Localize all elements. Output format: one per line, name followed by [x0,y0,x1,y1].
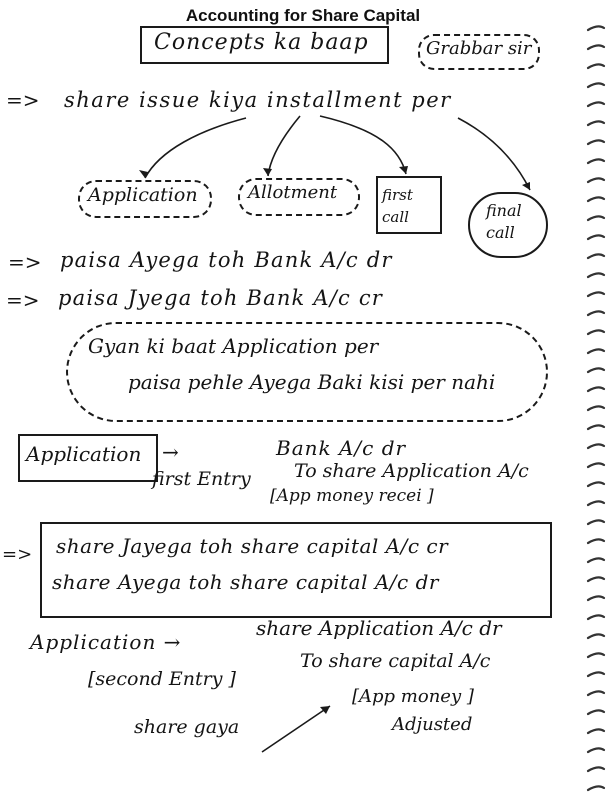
spiral-ring [586,82,606,89]
spiral-ring [586,310,606,317]
spiral-ring [586,272,606,279]
stage-first-call-box [376,176,442,234]
arrow-to-application [144,117,247,179]
spiral-ring [586,215,606,222]
spiral-ring [586,44,606,51]
spiral-ring [586,253,606,260]
stage-final-call-circle [468,192,548,258]
spiral-ring [586,690,606,697]
spiral-ring [586,120,606,127]
arrow-2: => [8,250,42,274]
application-box [18,434,158,482]
application-2-label: Application → [30,630,182,654]
author-badge [418,34,540,70]
gyan-line-1: Gyan ki baat Application per [88,334,379,358]
gyan-cloud [66,322,548,422]
spiral-ring [586,766,606,773]
spiral-ring [586,158,606,165]
share-box [40,522,552,618]
author-text: Grabbar sir [426,38,532,59]
spiral-ring [586,25,606,32]
spiral-ring [586,348,606,355]
stage-allotment-cloud [238,178,360,216]
gyan-line-2: paisa pehle Ayega Baki kisi per nahi [128,370,496,394]
spiral-ring [586,291,606,298]
first-entry-note: [App money recei ] [270,486,434,506]
arrow-4: => [2,544,33,565]
paisa-jayega-text: paisa Jyega toh Bank A/c cr [58,286,384,310]
spiral-binding [586,25,606,792]
stage-final-call: final call [486,201,522,242]
first-entry-label: first Entry [152,468,251,490]
spiral-ring [586,538,606,545]
spiral-ring [586,329,606,336]
spiral-ring [586,367,606,374]
second-entry-dr: share Application A/c dr [256,616,502,640]
spiral-ring [586,443,606,450]
arrow-to-allotment [267,115,301,177]
first-entry-dr: Bank A/c dr [276,436,407,460]
spiral-ring [586,747,606,754]
adjusted-text: Adjusted [392,714,473,735]
stage-allotment: Allotment [248,182,338,203]
arrow-to-first-call [319,115,407,175]
arrow-to-final-call [457,117,531,191]
spiral-ring [586,576,606,583]
arrow-share-gaya [261,705,331,753]
spiral-ring [586,177,606,184]
share-gaya-text: share gaya [134,716,240,738]
concepts-box [140,26,389,64]
spiral-ring [586,633,606,640]
issue-text: share issue kiya installment per [64,88,452,112]
second-entry-label: [second Entry ] [88,668,236,690]
spiral-ring [586,405,606,412]
share-jayega-text: share Jayega toh share capital A/c cr [56,534,449,558]
paisa-aayega-text: paisa Ayega toh Bank A/c dr [60,248,393,272]
spiral-ring [586,652,606,659]
first-entry-cr: To share Application A/c [294,460,529,482]
app-money-text: [App money ] [352,686,474,707]
arrow-1: => [6,88,40,112]
spiral-ring [586,519,606,526]
spiral-ring [586,709,606,716]
application-label: Application [26,442,142,466]
second-entry-cr: To share capital A/c [300,650,491,672]
spiral-ring [586,424,606,431]
stage-application-cloud [78,180,212,218]
spiral-ring [586,728,606,735]
spiral-ring [586,139,606,146]
stage-first-call: first call [382,186,413,226]
share-aayega-text: share Ayega toh share capital A/c dr [52,570,439,594]
spiral-ring [586,234,606,241]
spiral-ring [586,595,606,602]
application-arrow: → [162,440,179,464]
spiral-ring [586,614,606,621]
arrow-3: => [6,288,40,312]
spiral-ring [586,481,606,488]
spiral-ring [586,386,606,393]
spiral-ring [586,196,606,203]
spiral-ring [586,785,606,792]
spiral-ring [586,462,606,469]
spiral-ring [586,500,606,507]
spiral-ring [586,63,606,70]
spiral-ring [586,101,606,108]
spiral-ring [586,557,606,564]
page-title: Accounting for Share Capital [185,6,421,25]
concepts-text: Concepts ka baap [154,30,369,55]
stage-application: Application [88,184,198,206]
spiral-ring [586,671,606,678]
